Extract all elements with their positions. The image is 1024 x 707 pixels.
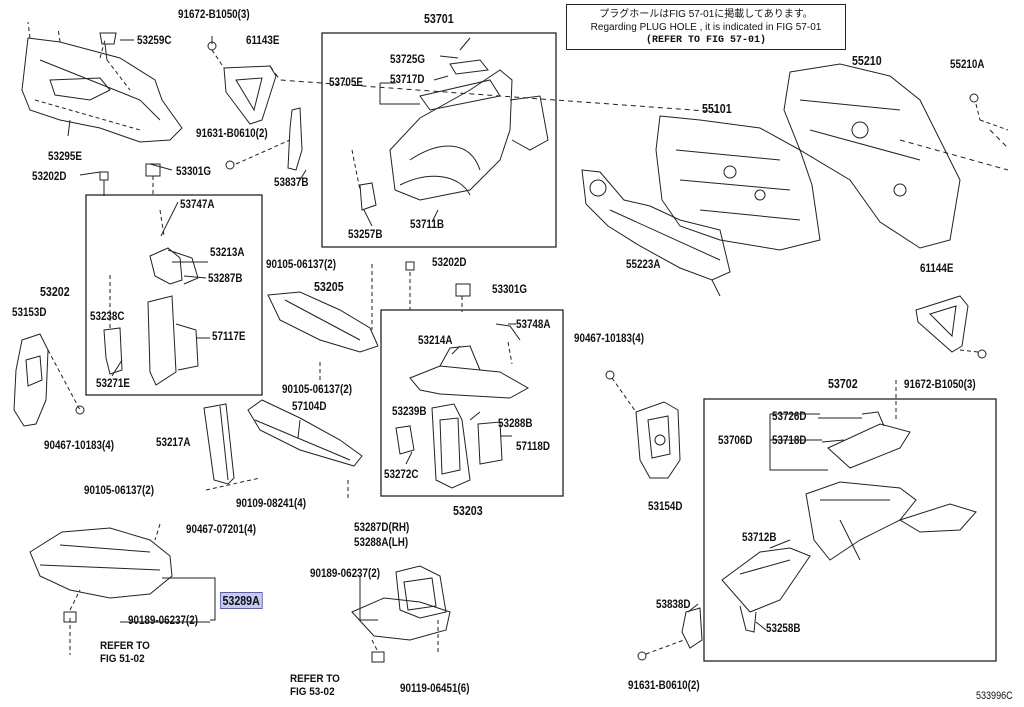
part-label-53202[interactable]: 53202 [40, 284, 70, 299]
refer-to-53-02-line1: REFER TO [290, 673, 340, 685]
part-label-53271E[interactable]: 53271E [96, 376, 130, 390]
part-53154D-drawing [605, 370, 681, 479]
refer-to-51-02[interactable]: REFER TO FIG 51-02 [100, 640, 150, 666]
part-label-53748A[interactable]: 53748A [516, 317, 551, 331]
part-label-53295E[interactable]: 53295E [48, 149, 82, 163]
part-label-53717D[interactable]: 53717D [390, 72, 425, 86]
part-label-53837B[interactable]: 53837B [274, 175, 309, 189]
refer-to-53-02[interactable]: REFER TO FIG 53-02 [290, 673, 340, 699]
part-label-91631-B0610-top[interactable]: 91631-B0610(2) [196, 126, 268, 140]
group-box-53701 [321, 32, 557, 248]
part-label-53838D[interactable]: 53838D [656, 597, 691, 611]
part-label-53258B[interactable]: 53258B [766, 621, 801, 635]
part-label-53288A[interactable]: 53288A(LH) [354, 535, 409, 549]
part-label-57104D[interactable]: 57104D [292, 399, 327, 413]
part-label-53705E[interactable]: 53705E [329, 75, 363, 89]
part-53205-drawing [267, 264, 379, 380]
part-53259C-drawing [99, 32, 117, 61]
part-label-53725G[interactable]: 53725G [390, 52, 426, 66]
part-label-53712B[interactable]: 53712B [742, 530, 777, 544]
part-61143E-drawing [207, 41, 721, 125]
part-label-53701[interactable]: 53701 [424, 11, 454, 26]
part-label-53205[interactable]: 53205 [314, 279, 344, 294]
part-label-57117E[interactable]: 57117E [212, 329, 246, 343]
part-53202-drawing [103, 209, 199, 386]
highlighted-part-label-53289A[interactable]: 53289A [220, 592, 263, 609]
part-label-53272C[interactable]: 53272C [384, 467, 419, 481]
part-label-91631-B0610-bot[interactable]: 91631-B0610(2) [628, 678, 700, 692]
part-53289A-drawing [29, 523, 216, 655]
note-line-refer: (REFER TO FIG 57-01) [645, 35, 767, 46]
part-label-61144E[interactable]: 61144E [920, 261, 954, 275]
part-label-53301G-mid[interactable]: 53301G [492, 282, 528, 296]
note-line-en: Regarding PLUG HOLE , it is indicated in… [590, 22, 822, 33]
refer-to-51-02-line2: FIG 51-02 [100, 653, 145, 665]
refer-to-53-02-line2: FIG 53-02 [290, 686, 335, 698]
part-label-53288B[interactable]: 53288B [498, 416, 533, 430]
part-label-53259C[interactable]: 53259C [137, 33, 172, 47]
part-label-90119-06451[interactable]: 90119-06451(6) [400, 681, 470, 695]
part-label-90109-08241[interactable]: 90109-08241(4) [236, 496, 307, 510]
group-box-53202 [85, 194, 263, 396]
part-53711B-drawing [351, 59, 549, 211]
refer-to-51-02-line1: REFER TO [100, 640, 150, 652]
part-label-53202D-mid[interactable]: 53202D [432, 255, 467, 269]
part-label-53287D[interactable]: 53287D(RH) [354, 520, 410, 534]
part-label-90105-06137-a[interactable]: 90105-06137(2) [266, 257, 337, 271]
part-53702-drawing [721, 380, 977, 633]
part-label-57118D[interactable]: 57118D [516, 439, 550, 453]
part-label-90467-10183-left[interactable]: 90467-10183(4) [44, 438, 115, 452]
part-label-53239B[interactable]: 53239B [392, 404, 427, 418]
part-label-53202D-left[interactable]: 53202D [32, 169, 67, 183]
part-label-91672-B1050-top[interactable]: 91672-B1050(3) [178, 7, 250, 21]
part-label-53257B[interactable]: 53257B [348, 227, 383, 241]
part-label-90189-06237-left[interactable]: 90189-06237(2) [128, 613, 199, 627]
part-label-53153D[interactable]: 53153D [12, 305, 47, 319]
part-label-53203[interactable]: 53203 [453, 503, 483, 518]
part-53203-drawing [395, 272, 530, 489]
part-label-53214A[interactable]: 53214A [418, 333, 453, 347]
part-label-53726D[interactable]: 53726D [772, 409, 807, 423]
part-53287D-drawing [351, 565, 451, 655]
illustration-id: 533996C [976, 690, 1013, 702]
note-box: プラグホールはFIG 57-01に掲載してあります。 Regarding PLU… [566, 4, 846, 50]
part-label-55210[interactable]: 55210 [852, 53, 882, 68]
part-53838D-drawing [681, 607, 703, 649]
note-line-jp: プラグホールはFIG 57-01に掲載してあります。 [599, 9, 813, 20]
part-label-55101[interactable]: 55101 [702, 101, 732, 116]
part-61144E-drawing [915, 295, 987, 359]
part-label-53154D[interactable]: 53154D [648, 499, 683, 513]
part-label-53747A[interactable]: 53747A [180, 197, 215, 211]
part-label-61143E[interactable]: 61143E [246, 33, 280, 47]
part-55101-drawing [655, 115, 821, 251]
part-53837B-drawing [287, 107, 303, 171]
part-label-53718D[interactable]: 53718D [772, 433, 807, 447]
group-box-53203 [380, 309, 564, 497]
part-53295E-drawing [21, 21, 183, 143]
part-55210-drawing [783, 63, 1009, 249]
part-label-90467-10183-right[interactable]: 90467-10183(4) [574, 331, 645, 345]
part-55223A-drawing [581, 169, 731, 297]
part-label-53238C[interactable]: 53238C [90, 309, 125, 323]
part-label-90467-07201[interactable]: 90467-07201(4) [186, 522, 257, 536]
part-53217A-drawing [203, 403, 235, 485]
part-label-53213A[interactable]: 53213A [210, 245, 245, 259]
part-label-53301G-left[interactable]: 53301G [176, 164, 212, 178]
part-label-90105-06137-b[interactable]: 90105-06137(2) [282, 382, 353, 396]
part-label-53217A[interactable]: 53217A [156, 435, 191, 449]
part-label-91672-B1050-right[interactable]: 91672-B1050(3) [904, 377, 976, 391]
part-label-53711B[interactable]: 53711B [410, 217, 444, 231]
part-53153D-drawing [13, 333, 85, 427]
part-label-53702[interactable]: 53702 [828, 376, 858, 391]
part-label-53706D[interactable]: 53706D [718, 433, 753, 447]
part-label-90105-06137-c[interactable]: 90105-06137(2) [84, 483, 155, 497]
group-box-53702 [703, 398, 997, 662]
part-label-55210A[interactable]: 55210A [950, 57, 985, 71]
part-label-53287B[interactable]: 53287B [208, 271, 243, 285]
part-label-55223A[interactable]: 55223A [626, 257, 661, 271]
part-57104D-drawing [247, 399, 363, 467]
part-label-90189-06237-mid[interactable]: 90189-06237(2) [310, 566, 381, 580]
